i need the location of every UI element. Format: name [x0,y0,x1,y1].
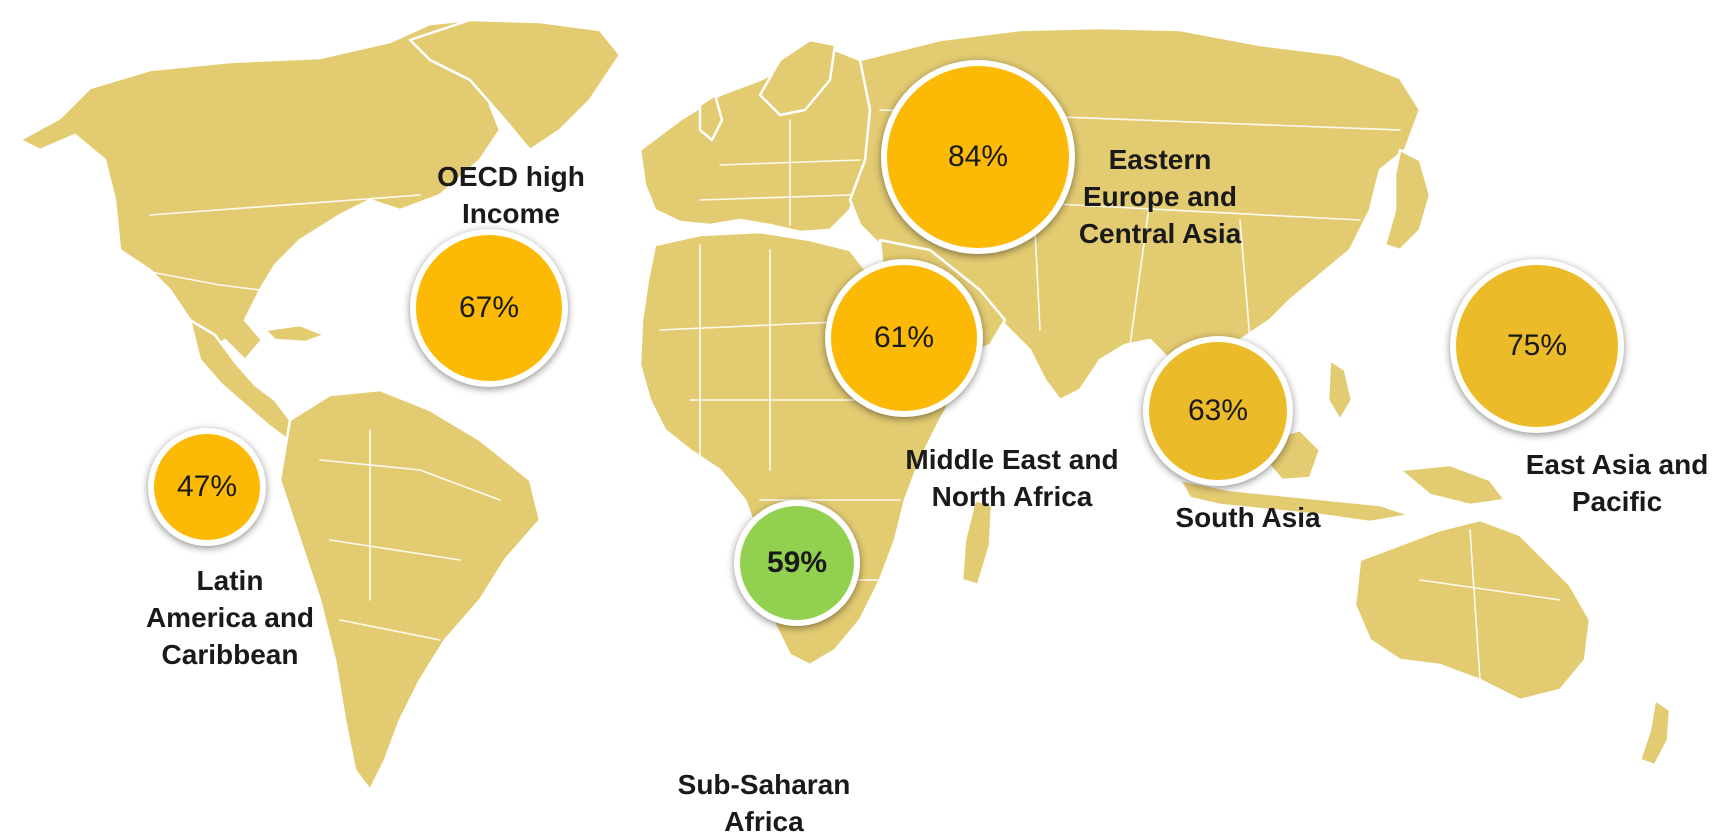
bubble-value: 67% [458,291,520,324]
uk-landmass [698,93,724,142]
label-oecd-high-income: OECD high Income [437,161,585,229]
label-eastern-europe-central-asia: Eastern Europe and Central Asia [1078,144,1242,249]
bubble-sub-saharan-africa: 59% [734,500,860,626]
bubble-oecd-high-income: 67% [410,229,568,387]
japan-landmass [1383,148,1432,252]
madagascar-landmass [960,498,994,587]
label-middle-east-north-africa: Middle East and North Africa [905,444,1119,512]
label-east-asia-pacific: East Asia and Pacific [1525,449,1709,517]
north-america-landmass [18,18,532,362]
greenland-landmass [408,18,622,152]
label-south-asia: South Asia [1175,502,1321,533]
new-guinea-landmass [1398,463,1507,507]
bubble-middle-east-north-africa: 61% [825,259,983,417]
caribbean-landmass [263,323,327,344]
bubble-eastern-europe-central-asia: 84% [881,60,1075,254]
south-america-landmass [278,388,542,792]
philippines-landmass [1326,358,1354,422]
bubble-value: 75% [1506,329,1568,362]
indonesia-landmass [1178,478,1412,524]
scandinavia-landmass [758,38,837,117]
bubble-value: 84% [947,140,1009,173]
bubble-east-asia-pacific: 75% [1450,259,1624,433]
bubble-value: 47% [176,470,238,503]
bubble-value: 61% [873,321,935,354]
bubble-latin-america-caribbean: 47% [148,428,266,546]
label-latin-america-caribbean: Latin America and Caribbean [145,565,315,670]
europe-landmass [638,46,877,234]
new-zealand-landmass [1638,698,1672,767]
bubble-value: 59% [766,546,828,579]
australia-landmass [1353,518,1592,702]
bubble-south-asia: 63% [1143,336,1293,486]
label-sub-saharan-africa: Sub-Saharan Africa [677,769,851,837]
bubble-value: 63% [1187,394,1249,427]
